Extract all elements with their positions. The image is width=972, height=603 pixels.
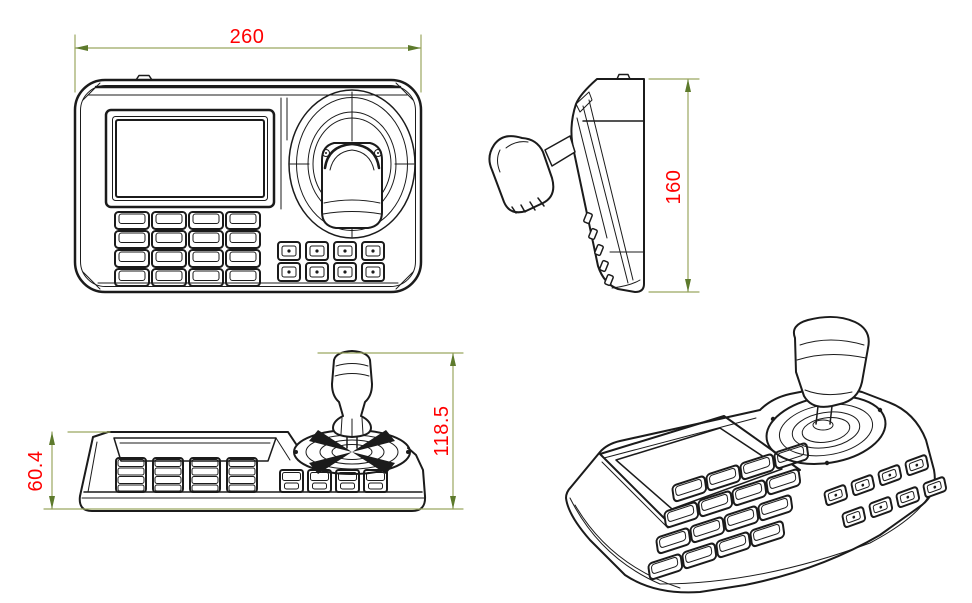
- power-notch: [135, 74, 153, 81]
- top-view-function-buttons: [277, 241, 385, 282]
- top-view-joystick: [288, 89, 416, 239]
- side-view-key-bumps: [582, 211, 615, 287]
- dimension-depth-value: 160: [663, 170, 685, 205]
- front-view-joystick-knob: [331, 350, 373, 449]
- dimension-depth: 160: [648, 78, 700, 293]
- dimension-total-height-value: 118.5: [431, 405, 453, 456]
- dimension-body-height-value: 60.4: [25, 451, 47, 492]
- side-view-body: [570, 73, 645, 293]
- perspective-view: [565, 316, 948, 594]
- top-view: 260: [73, 26, 423, 294]
- front-view: 60.4 118.5: [25, 350, 464, 512]
- top-view-keypad: [114, 211, 261, 287]
- perspective-keypad: [647, 441, 810, 582]
- perspective-function-buttons: [823, 453, 948, 529]
- front-view-keypad: [115, 457, 258, 493]
- dimension-width-value: 260: [230, 26, 265, 48]
- dimension-width: 260: [74, 26, 422, 93]
- side-view-joystick: [488, 135, 576, 214]
- perspective-joystick-knob: [792, 316, 870, 431]
- perspective-body: [565, 387, 936, 594]
- perspective-joystick: [765, 316, 887, 466]
- front-view-joystick: [293, 350, 411, 475]
- dimension-total-height: 118.5: [317, 352, 464, 510]
- dimension-body-height: 60.4: [25, 431, 464, 510]
- perspective-screen: [599, 415, 801, 523]
- top-view-screen: [104, 108, 276, 209]
- joystick-knob-top: [321, 142, 383, 229]
- side-view: 160: [488, 73, 700, 293]
- top-view-body: [73, 74, 423, 294]
